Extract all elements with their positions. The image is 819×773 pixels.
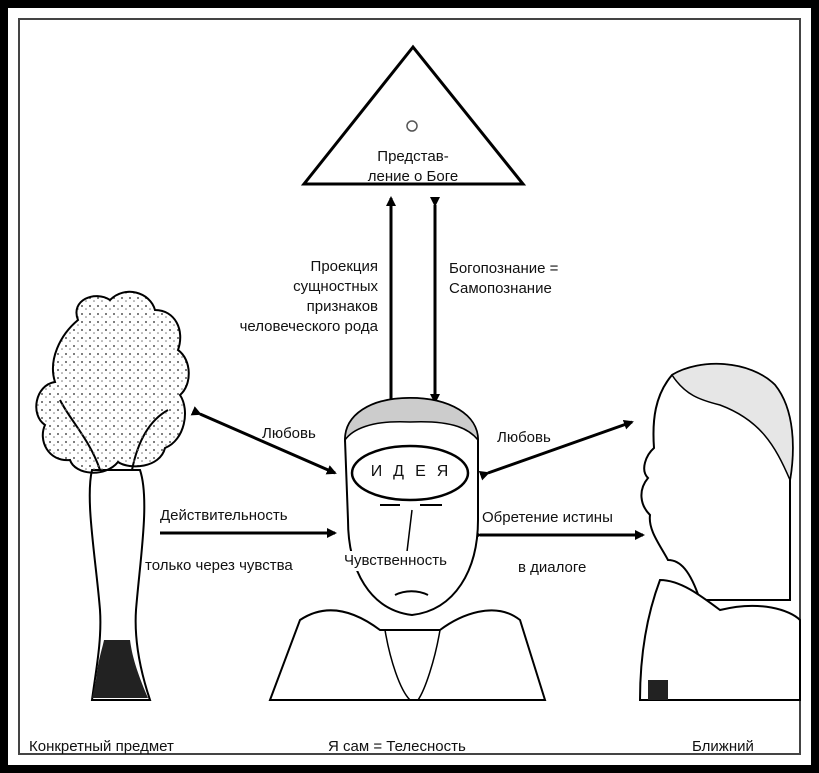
right-love-label: Любовь xyxy=(497,428,551,448)
god-knowledge-line-2: Самопознание xyxy=(449,279,558,299)
projection-line-2: сущностных xyxy=(200,277,378,297)
caption-neighbour: Ближний xyxy=(692,738,754,755)
projection-line-1: Проекция xyxy=(200,257,378,277)
triangle-line-2: ление о Боге xyxy=(343,167,483,187)
left-senses-label: только через чувства xyxy=(145,556,293,576)
triangle-label: Представ- ление о Боге xyxy=(343,147,483,187)
idea-letter-3: Е xyxy=(410,462,432,482)
projection-label: Проекция сущностных признаков человеческ… xyxy=(200,257,378,337)
tree-illustration xyxy=(36,292,188,700)
neighbour-profile xyxy=(640,364,800,700)
right-dialogue-label: в диалоге xyxy=(518,558,586,578)
left-love-label: Любовь xyxy=(262,424,316,444)
right-truth-label: Обретение истины xyxy=(482,508,613,528)
god-knowledge-line-1: Богопознание = xyxy=(449,259,558,279)
idea-letter-1: И xyxy=(366,462,388,482)
idea-letter-2: Д xyxy=(388,462,410,482)
triangle-line-1: Представ- xyxy=(343,147,483,167)
god-knowledge-label: Богопознание = Самопознание xyxy=(449,259,558,299)
caption-concrete-object: Конкретный предмет xyxy=(29,738,174,755)
left-reality-label: Действительность xyxy=(160,506,288,526)
caption-self-corporeality: Я сам = Телесность xyxy=(328,738,466,755)
projection-line-3: признаков xyxy=(200,297,378,317)
idea-letter-4: Я xyxy=(432,462,454,482)
sensuality-label: Чувственность xyxy=(342,551,449,571)
projection-line-4: человеческого рода xyxy=(200,317,378,337)
